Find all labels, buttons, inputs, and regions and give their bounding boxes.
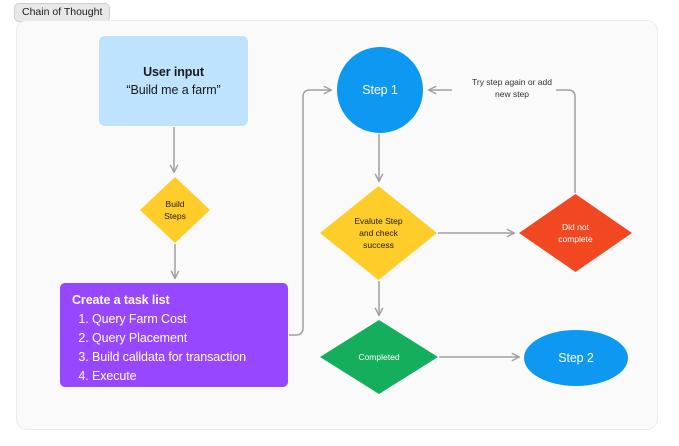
node-evaluate-step[interactable]: Evalute Step and check success [320, 186, 437, 280]
evaluate-line2: and check [359, 228, 398, 238]
retry-label-line2: new step [494, 89, 530, 99]
task-list-title: Create a task list [72, 293, 170, 307]
task-list-items: Query Farm Cost Query Placement Build ca… [72, 310, 278, 386]
evaluate-step-label: Evalute Step and check success [348, 215, 408, 251]
evaluate-line1: Evalute Step [354, 216, 403, 226]
node-did-not-complete[interactable]: Did not complete [519, 194, 632, 272]
list-item: Query Farm Cost [92, 310, 278, 329]
node-completed[interactable]: Completed [320, 320, 438, 394]
list-item: Execute [92, 367, 278, 386]
did-not-complete-line2: complete [558, 234, 593, 244]
build-steps-line1: Build [165, 199, 185, 209]
edge-label-retry: Try step again or add new step [452, 76, 572, 100]
list-item: Query Placement [92, 329, 278, 348]
retry-label-line1: Try step again or add [471, 77, 552, 87]
node-user-input[interactable]: User input “Build me a farm” [99, 36, 248, 126]
step-2-label: Step 2 [558, 351, 594, 365]
evaluate-line3: success [363, 240, 394, 250]
node-step-1[interactable]: Step 1 [337, 47, 423, 133]
build-steps-line2: Steps [164, 211, 186, 221]
user-input-title: User input [143, 64, 204, 79]
did-not-complete-label: Did not complete [552, 221, 599, 245]
step-1-label: Step 1 [362, 83, 398, 97]
build-steps-label: Build Steps [158, 198, 192, 222]
node-task-list[interactable]: Create a task list Query Farm Cost Query… [60, 283, 288, 387]
node-build-steps[interactable]: Build Steps [140, 177, 210, 243]
completed-label: Completed [358, 352, 400, 362]
node-step-2[interactable]: Step 2 [524, 330, 628, 386]
did-not-complete-line1: Did not [562, 222, 589, 232]
user-input-quote: “Build me a farm” [126, 82, 221, 97]
list-item: Build calldata for transaction [92, 348, 278, 367]
